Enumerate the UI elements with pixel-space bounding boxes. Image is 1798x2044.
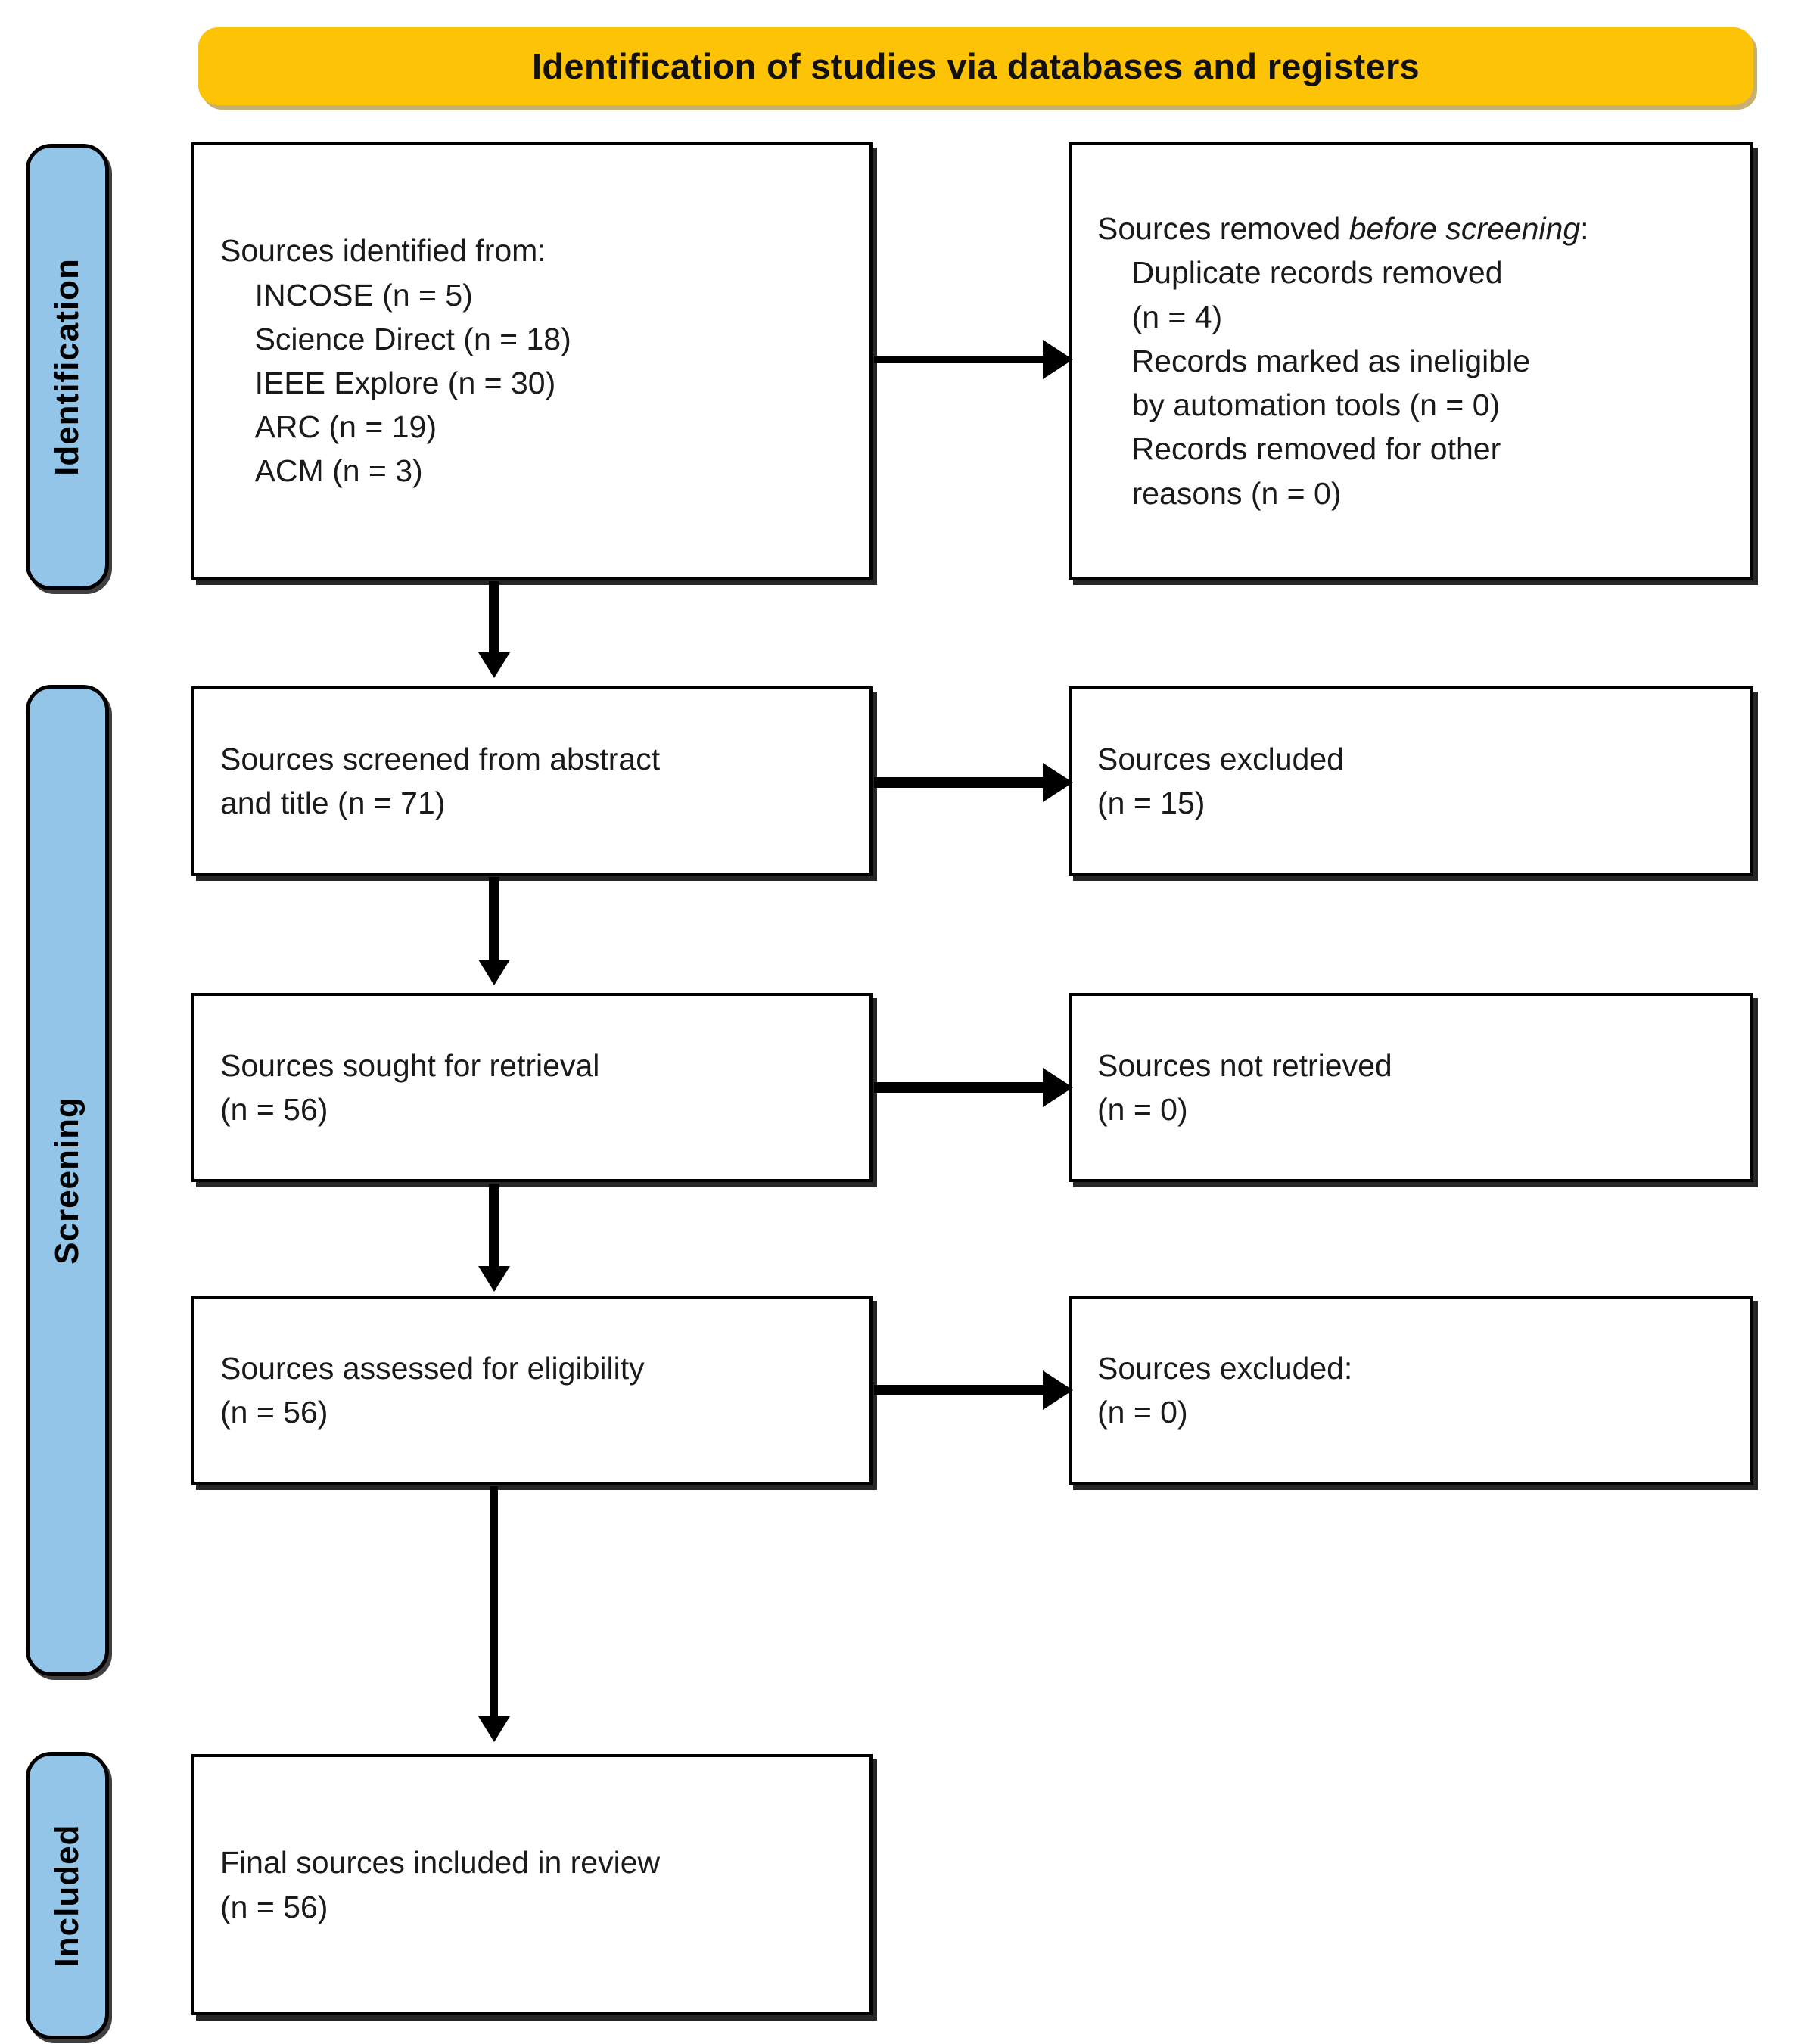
box-sources-removed-text: Sources removed before screening: Duplic…: [1097, 211, 1589, 511]
stage-pill-screening: Screening: [26, 685, 109, 1676]
box-sources-screened-text: Sources screened from abstract and title…: [220, 741, 661, 820]
diagram-header-banner: Identification of studies via databases …: [198, 27, 1753, 105]
box-sources-excluded-screening: Sources excluded (n = 15): [1069, 686, 1753, 876]
box-final-sources-included-text: Final sources included in review (n = 56…: [220, 1845, 661, 1924]
stage-label-identification: Identification: [48, 258, 86, 476]
arrow-assessed-to-excluded: [874, 1385, 1044, 1395]
arrow-screened-to-sought: [489, 877, 499, 964]
box-sources-assessed: Sources assessed for eligibility (n = 56…: [191, 1296, 873, 1485]
arrow-identified-to-screened: [489, 581, 499, 657]
box-sources-excluded-screening-text: Sources excluded (n = 15): [1097, 741, 1344, 820]
stage-pill-included: Included: [26, 1752, 109, 2039]
arrow-identified-to-removed: [874, 356, 1044, 363]
box-sources-excluded-eligibility-text: Sources excluded: (n = 0): [1097, 1350, 1353, 1430]
box-final-sources-included: Final sources included in review (n = 56…: [191, 1754, 873, 2015]
box-sources-excluded-eligibility: Sources excluded: (n = 0): [1069, 1296, 1753, 1485]
arrow-assessed-to-final: [490, 1486, 498, 1721]
arrow-sought-to-not-retrieved: [874, 1082, 1044, 1093]
arrow-sought-to-assessed-head: [478, 1266, 510, 1292]
arrow-identified-to-screened-head: [478, 652, 510, 678]
page-title: Identification of studies via databases …: [532, 46, 1420, 86]
box-sources-sought-text: Sources sought for retrieval (n = 56): [220, 1047, 600, 1127]
arrow-sought-to-not-retrieved-head: [1043, 1068, 1073, 1107]
box-sources-identified: Sources identified from: INCOSE (n = 5) …: [191, 142, 873, 580]
arrow-assessed-to-final-head: [478, 1716, 510, 1742]
box-sources-removed-before-screening: Sources removed before screening: Duplic…: [1069, 142, 1753, 580]
box-sources-assessed-text: Sources assessed for eligibility (n = 56…: [220, 1350, 645, 1430]
arrow-screened-to-excluded: [874, 777, 1044, 788]
box-sources-not-retrieved-text: Sources not retrieved (n = 0): [1097, 1047, 1392, 1127]
stage-label-included: Included: [48, 1824, 86, 1968]
arrow-screened-to-excluded-head: [1043, 763, 1073, 802]
stage-pill-identification: Identification: [26, 144, 109, 590]
box-sources-screened: Sources screened from abstract and title…: [191, 686, 873, 876]
arrow-identified-to-removed-head: [1043, 340, 1073, 379]
box-sources-sought: Sources sought for retrieval (n = 56): [191, 993, 873, 1182]
arrow-assessed-to-excluded-head: [1043, 1370, 1073, 1410]
box-sources-identified-text: Sources identified from: INCOSE (n = 5) …: [220, 233, 571, 489]
arrow-screened-to-sought-head: [478, 960, 510, 985]
arrow-sought-to-assessed: [489, 1184, 499, 1271]
stage-label-screening: Screening: [48, 1097, 86, 1265]
box-sources-not-retrieved: Sources not retrieved (n = 0): [1069, 993, 1753, 1182]
